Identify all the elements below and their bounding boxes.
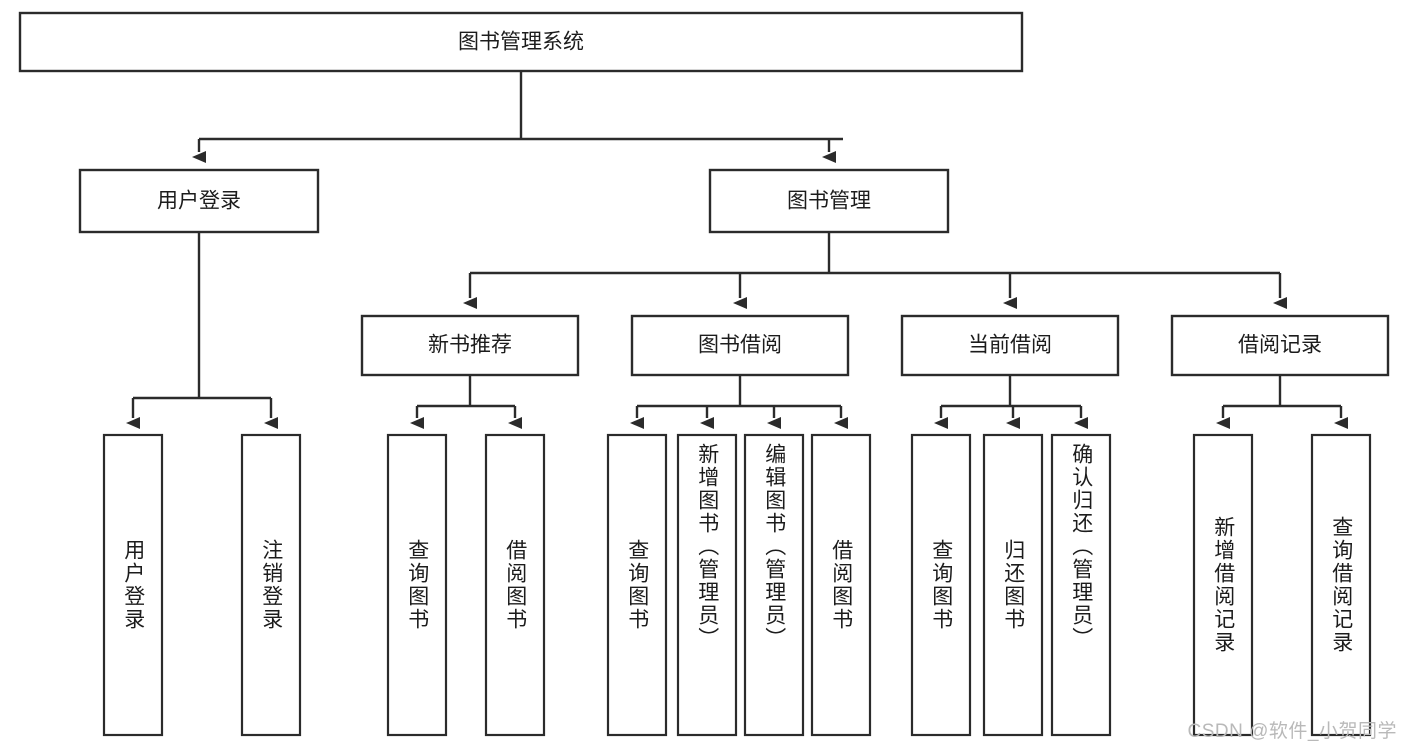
leaf-box-query-book-borrow[interactable] — [606, 433, 668, 737]
leaf-box-confirm-return[interactable] — [1050, 433, 1112, 737]
node-current-borrow-label: 当前借阅 — [968, 334, 1052, 357]
node-user-login-label: 用户登录 — [157, 190, 241, 213]
node-borrow-record-label: 借阅记录 — [1238, 334, 1322, 357]
connector-root-to-level2 — [192, 71, 843, 163]
node-new-book-rec[interactable]: 新书推荐 — [360, 314, 580, 377]
node-current-borrow-box[interactable] — [900, 314, 1120, 377]
node-book-borrow[interactable]: 图书借阅 — [630, 314, 850, 377]
connector-current-borrow-to-leaves — [934, 375, 1088, 429]
leaf-box-return-book[interactable] — [982, 433, 1044, 737]
csdn-watermark: CSDN @软件_小贺同学 — [1187, 721, 1397, 742]
leaf-box-add-book[interactable] — [676, 433, 738, 737]
node-user-login[interactable]: 用户登录 — [78, 168, 320, 234]
leaf-box-add-record[interactable] — [1192, 433, 1254, 737]
leaf-box-logout[interactable] — [240, 433, 302, 737]
connector-book-manage-to-level3 — [463, 232, 1287, 309]
leaf-box-query-book-rec[interactable] — [386, 433, 448, 737]
node-current-borrow[interactable]: 当前借阅 — [900, 314, 1120, 377]
node-root[interactable]: 图书管理系统 — [18, 11, 1024, 73]
leaf-box-user-login[interactable] — [102, 433, 164, 737]
node-root-box[interactable] — [18, 11, 1024, 73]
node-new-book-rec-box[interactable] — [360, 314, 580, 377]
node-new-book-rec-label: 新书推荐 — [428, 334, 512, 357]
connector-book-borrow-to-leaves — [630, 375, 848, 429]
node-book-borrow-label: 图书借阅 — [698, 334, 782, 357]
connector-borrow-record-to-leaves — [1216, 375, 1348, 429]
leaf-box-borrow-book[interactable] — [810, 433, 872, 737]
connector-new-book-rec-to-leaves — [410, 375, 522, 429]
leaf-box-edit-book[interactable] — [743, 433, 805, 737]
node-book-manage[interactable]: 图书管理 — [708, 168, 950, 234]
leaf-box-query-record[interactable] — [1310, 433, 1372, 737]
node-book-manage-label: 图书管理 — [787, 190, 871, 213]
node-root-label: 图书管理系统 — [458, 31, 584, 54]
node-user-login-box[interactable] — [78, 168, 320, 234]
connector-user-login-to-leaves — [126, 232, 278, 429]
leaf-box-query-book-cur[interactable] — [910, 433, 972, 737]
leaf-box-borrow-book-rec[interactable] — [484, 433, 546, 737]
node-borrow-record[interactable]: 借阅记录 — [1170, 314, 1390, 377]
